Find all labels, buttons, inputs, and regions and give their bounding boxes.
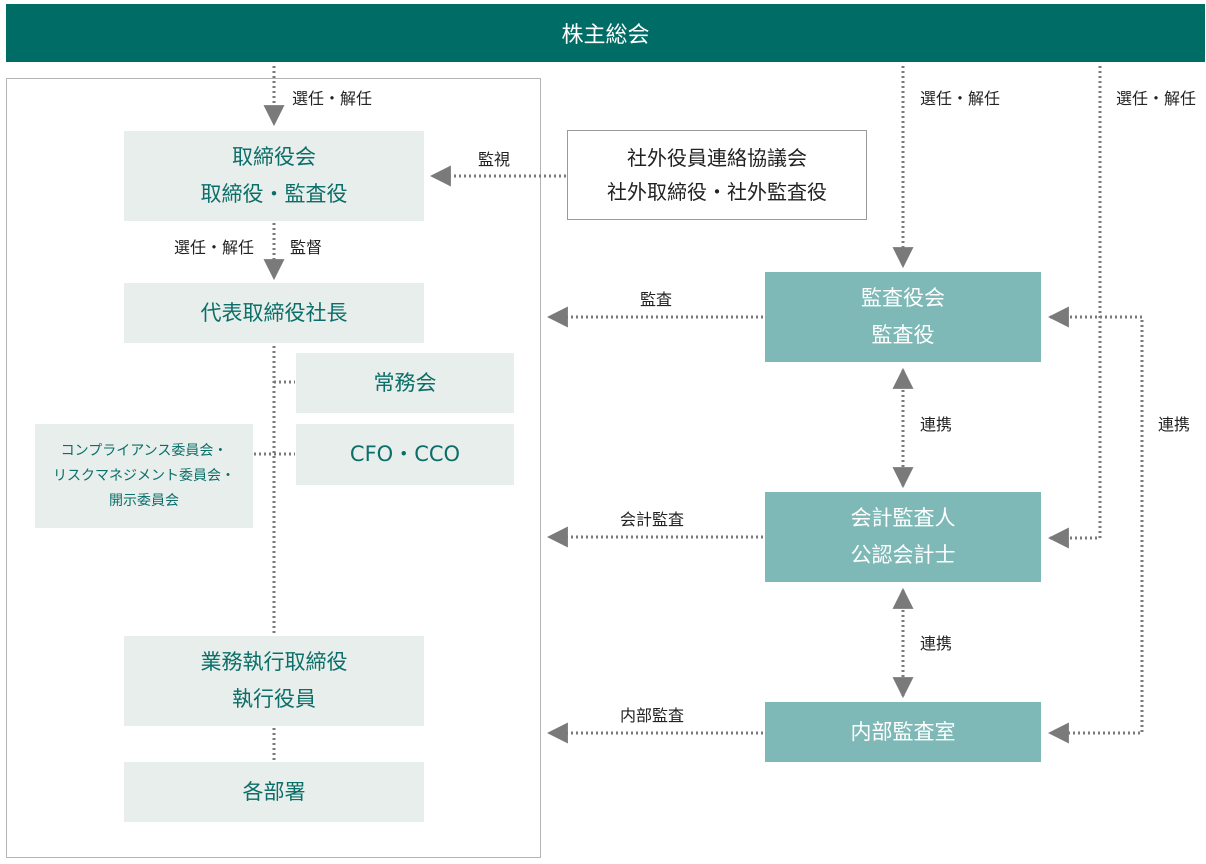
cfo-cco-label: CFO・CCO — [349, 442, 461, 466]
board-title: 取締役会 — [232, 145, 316, 169]
executive-committee-label: 常務会 — [373, 370, 437, 395]
committees-line-2: リスクマネジメント委員会・ — [53, 467, 235, 484]
board-subtitle: 取締役・監査役 — [200, 182, 348, 206]
internal-audit-office-box: 内部監査室 — [765, 702, 1041, 762]
internal-audit-office-label: 内部監査室 — [850, 719, 956, 744]
accounting-auditor-subtitle: 公認会計士 — [850, 543, 956, 567]
label-internal-audit: 内部監査 — [620, 706, 685, 725]
accounting-auditor-title: 会計監査人 — [850, 506, 956, 530]
outside-council-subtitle: 社外取締役・社外監査役 — [607, 180, 827, 204]
audit-board-box: 監査役会 監査役 — [765, 272, 1041, 362]
label-audit: 監査 — [640, 290, 673, 309]
label-accounting-audit: 会計監査 — [620, 510, 685, 529]
president-box: 代表取締役社長 — [124, 283, 424, 343]
outside-officers-council-box: 社外役員連絡協議会 社外取締役・社外監査役 — [567, 130, 867, 220]
shareholders-meeting-header: 株主総会 — [6, 4, 1205, 62]
label-cooperation-right: 連携 — [1158, 415, 1191, 434]
committees-box: コンプライアンス委員会・ リスクマネジメント委員会・ 開示委員会 — [35, 424, 253, 528]
accounting-auditor-box: 会計監査人 公認会計士 — [765, 492, 1041, 582]
label-monitor: 監視 — [478, 150, 511, 169]
cfo-cco-box: CFO・CCO — [296, 424, 514, 485]
label-elect-dismiss-board: 選任・解任 — [292, 89, 373, 108]
executive-officers-subtitle: 執行役員 — [232, 687, 316, 711]
label-elect-dismiss-accounting: 選任・解任 — [1116, 89, 1197, 108]
executive-officers-title: 業務執行取締役 — [200, 650, 348, 674]
departments-box: 各部署 — [124, 762, 424, 822]
board-of-directors-box: 取締役会 取締役・監査役 — [124, 131, 424, 221]
connector-shareholders-to-accounting-auditor — [1047, 66, 1102, 549]
label-elect-dismiss-president: 選任・解任 — [174, 238, 255, 257]
shareholders-meeting-title: 株主総会 — [561, 23, 650, 48]
executive-committee-box: 常務会 — [296, 353, 514, 413]
label-cooperation-1: 連携 — [920, 415, 953, 434]
corporate-structure-frame — [6, 78, 541, 858]
committees-line-1: コンプライアンス委員会・ — [60, 442, 228, 459]
committees-line-3: 開示委員会 — [109, 492, 179, 509]
outside-council-title: 社外役員連絡協議会 — [627, 146, 807, 170]
label-supervise: 監督 — [290, 238, 323, 257]
audit-board-title: 監査役会 — [861, 286, 945, 310]
connector-audit-board-internal-audit — [1047, 306, 1144, 744]
president-label: 代表取締役社長 — [200, 300, 348, 325]
audit-board-subtitle: 監査役 — [871, 323, 935, 347]
label-cooperation-2: 連携 — [920, 634, 953, 653]
label-elect-dismiss-audit: 選任・解任 — [920, 89, 1001, 108]
departments-label: 各部署 — [242, 779, 306, 804]
executive-officers-box: 業務執行取締役 執行役員 — [124, 636, 424, 726]
